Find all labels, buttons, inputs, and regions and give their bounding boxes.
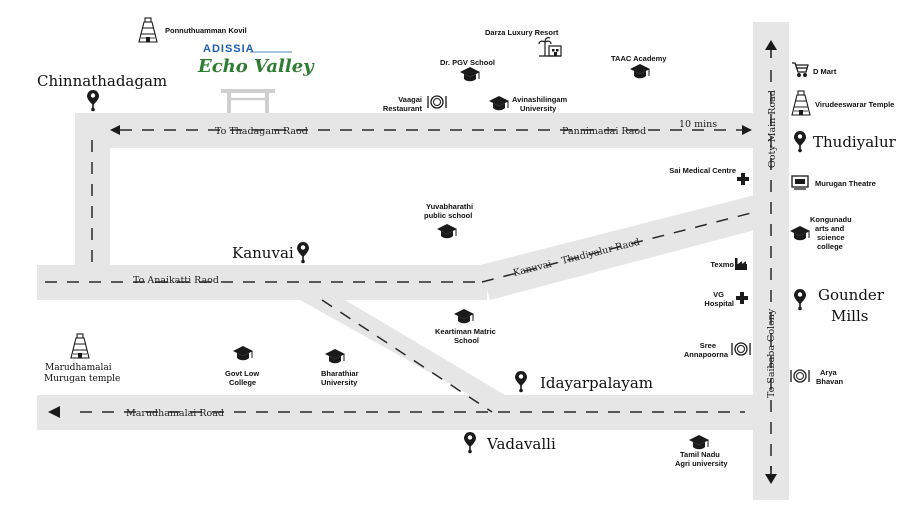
road-label-pannimadai: Pannimadai Raod [562, 126, 646, 137]
theatre-icon [791, 175, 809, 190]
sai-medical-icon [737, 173, 749, 185]
shopping-cart-icon [792, 62, 809, 77]
label-arya-2: Bhavan [816, 377, 844, 386]
label-bharathiar-2: University [321, 378, 358, 387]
kongunadu-college-icon [789, 225, 811, 241]
road-label-ooty: Ooty Main Road [767, 90, 778, 168]
vg-hospital-icon [736, 292, 748, 304]
yuvabharathi-icon [436, 223, 458, 239]
area-kanuvai: Kanuvai [232, 244, 294, 262]
virudeeswarar-temple-icon [791, 90, 811, 116]
label-texmo: Texmo [710, 260, 734, 269]
vaagai-restaurant-icon [427, 95, 447, 109]
label-vg-2: Hospital [704, 299, 734, 308]
road-network [37, 22, 789, 500]
keartiman-school-icon [453, 308, 475, 324]
idayarpalayam-pin-icon [515, 371, 527, 393]
label-sree-1: Sree [699, 341, 716, 350]
label-keartiman-1: Keartiman Matric [435, 327, 496, 336]
area-idayarpalayam: Idayarpalayam [540, 374, 653, 392]
label-vaagai-2: Restaurant [382, 104, 422, 113]
label-kongunadu-2: arts and [815, 224, 845, 233]
label-kongunadu-3: science [817, 233, 845, 242]
road-label-thadagam: To Thadagam Raod [215, 126, 308, 137]
marudhamalai-temple-icon [70, 333, 90, 359]
pgv-school-icon [459, 66, 481, 82]
arrow-up-ooty [765, 40, 777, 50]
label-marudhamalai-temple-2: Murugan temple [44, 374, 121, 384]
label-vg-1: VG [713, 290, 724, 299]
tnau-icon [688, 434, 710, 450]
arrow-down-saibaba [765, 474, 777, 484]
label-tnau-1: Tamil Nadu [680, 450, 720, 459]
bharathiar-university-icon [324, 348, 346, 364]
label-darza: Darza Luxury Resort [485, 28, 559, 37]
arrow-right-pannimadai [742, 125, 752, 135]
direction-arrows [48, 40, 777, 484]
label-marudhamalai-temple-1: Marudhamalai [45, 363, 112, 373]
factory-icon [735, 258, 747, 270]
label-tnau-2: Agri university [675, 459, 728, 468]
brand-logo: Echo Valley [198, 56, 314, 77]
ponnuthuamman-temple-icon [138, 17, 158, 43]
label-kongunadu-1: Kongunadu [810, 215, 852, 224]
label-virudeeswarar: Virudeeswarar Temple [815, 100, 895, 109]
travel-time-label: 10 mins [679, 119, 717, 130]
label-murugan-theatre: Murugan Theatre [815, 179, 876, 188]
label-vaagai-1: Vaagai [398, 95, 422, 104]
label-avinashilingam-2: University [520, 104, 557, 113]
road-label-marudhamalai: Marudhamalai Road [126, 408, 224, 419]
road-label-anaikatti: To Anaikatti Raod [133, 275, 219, 286]
brand-top: ADISSIA [203, 43, 255, 55]
resort-icon [538, 37, 562, 57]
area-gounder-mills-line2: Mills [831, 307, 869, 325]
arya-bhavan-icon [790, 369, 810, 383]
site-gate-icon [221, 89, 275, 113]
label-pgv: Dr. PGV School [440, 58, 496, 67]
taac-academy-icon [629, 63, 651, 79]
label-taac: TAAC Academy [611, 54, 667, 63]
arrow-left-marudhamalai [48, 406, 60, 418]
label-govt-law-1: Govt Low [225, 369, 260, 378]
label-yuvabharathi-2: public school [424, 211, 473, 220]
area-vadavalli: Vadavalli [487, 435, 556, 453]
label-sree-2: Annapoorna [683, 350, 728, 359]
label-kongunadu-4: college [817, 242, 843, 251]
label-bharathiar-1: Bharathiar [321, 369, 359, 378]
label-ponnuthuamman: Ponnuthuamman Kovil [165, 26, 247, 35]
avinashilingam-icon [488, 95, 510, 111]
govt-law-college-icon [232, 345, 254, 361]
area-chinnathadagam: Chinnathadagam [37, 72, 168, 90]
sree-annapoorna-icon [731, 342, 751, 356]
road-center-lines [45, 70, 772, 470]
area-thudiyalur: Thudiyalur [813, 133, 896, 151]
label-arya-1: Arya [820, 368, 837, 377]
label-govt-law-2: College [229, 378, 257, 387]
gounder-mills-pin-icon [794, 289, 806, 311]
label-sai-medical: Sai Medical Centre [669, 166, 736, 175]
area-gounder-mills-line1: Gounder [818, 286, 884, 304]
label-yuvabharathi-1: Yuvabharathi [426, 202, 474, 211]
vadavalli-pin-icon [464, 432, 476, 454]
kanuvai-pin-icon [297, 242, 309, 264]
thudiyalur-pin-icon [794, 131, 806, 153]
label-avinashilingam-1: Avinashilingam [512, 95, 568, 104]
chinnathadagam-pin-icon [87, 90, 99, 112]
road-label-saibaba: To Saibaba Colony [766, 308, 777, 398]
label-dmart: D Mart [813, 67, 837, 76]
arrow-left-thadagam [110, 125, 120, 135]
label-keartiman-2: School [454, 336, 480, 345]
